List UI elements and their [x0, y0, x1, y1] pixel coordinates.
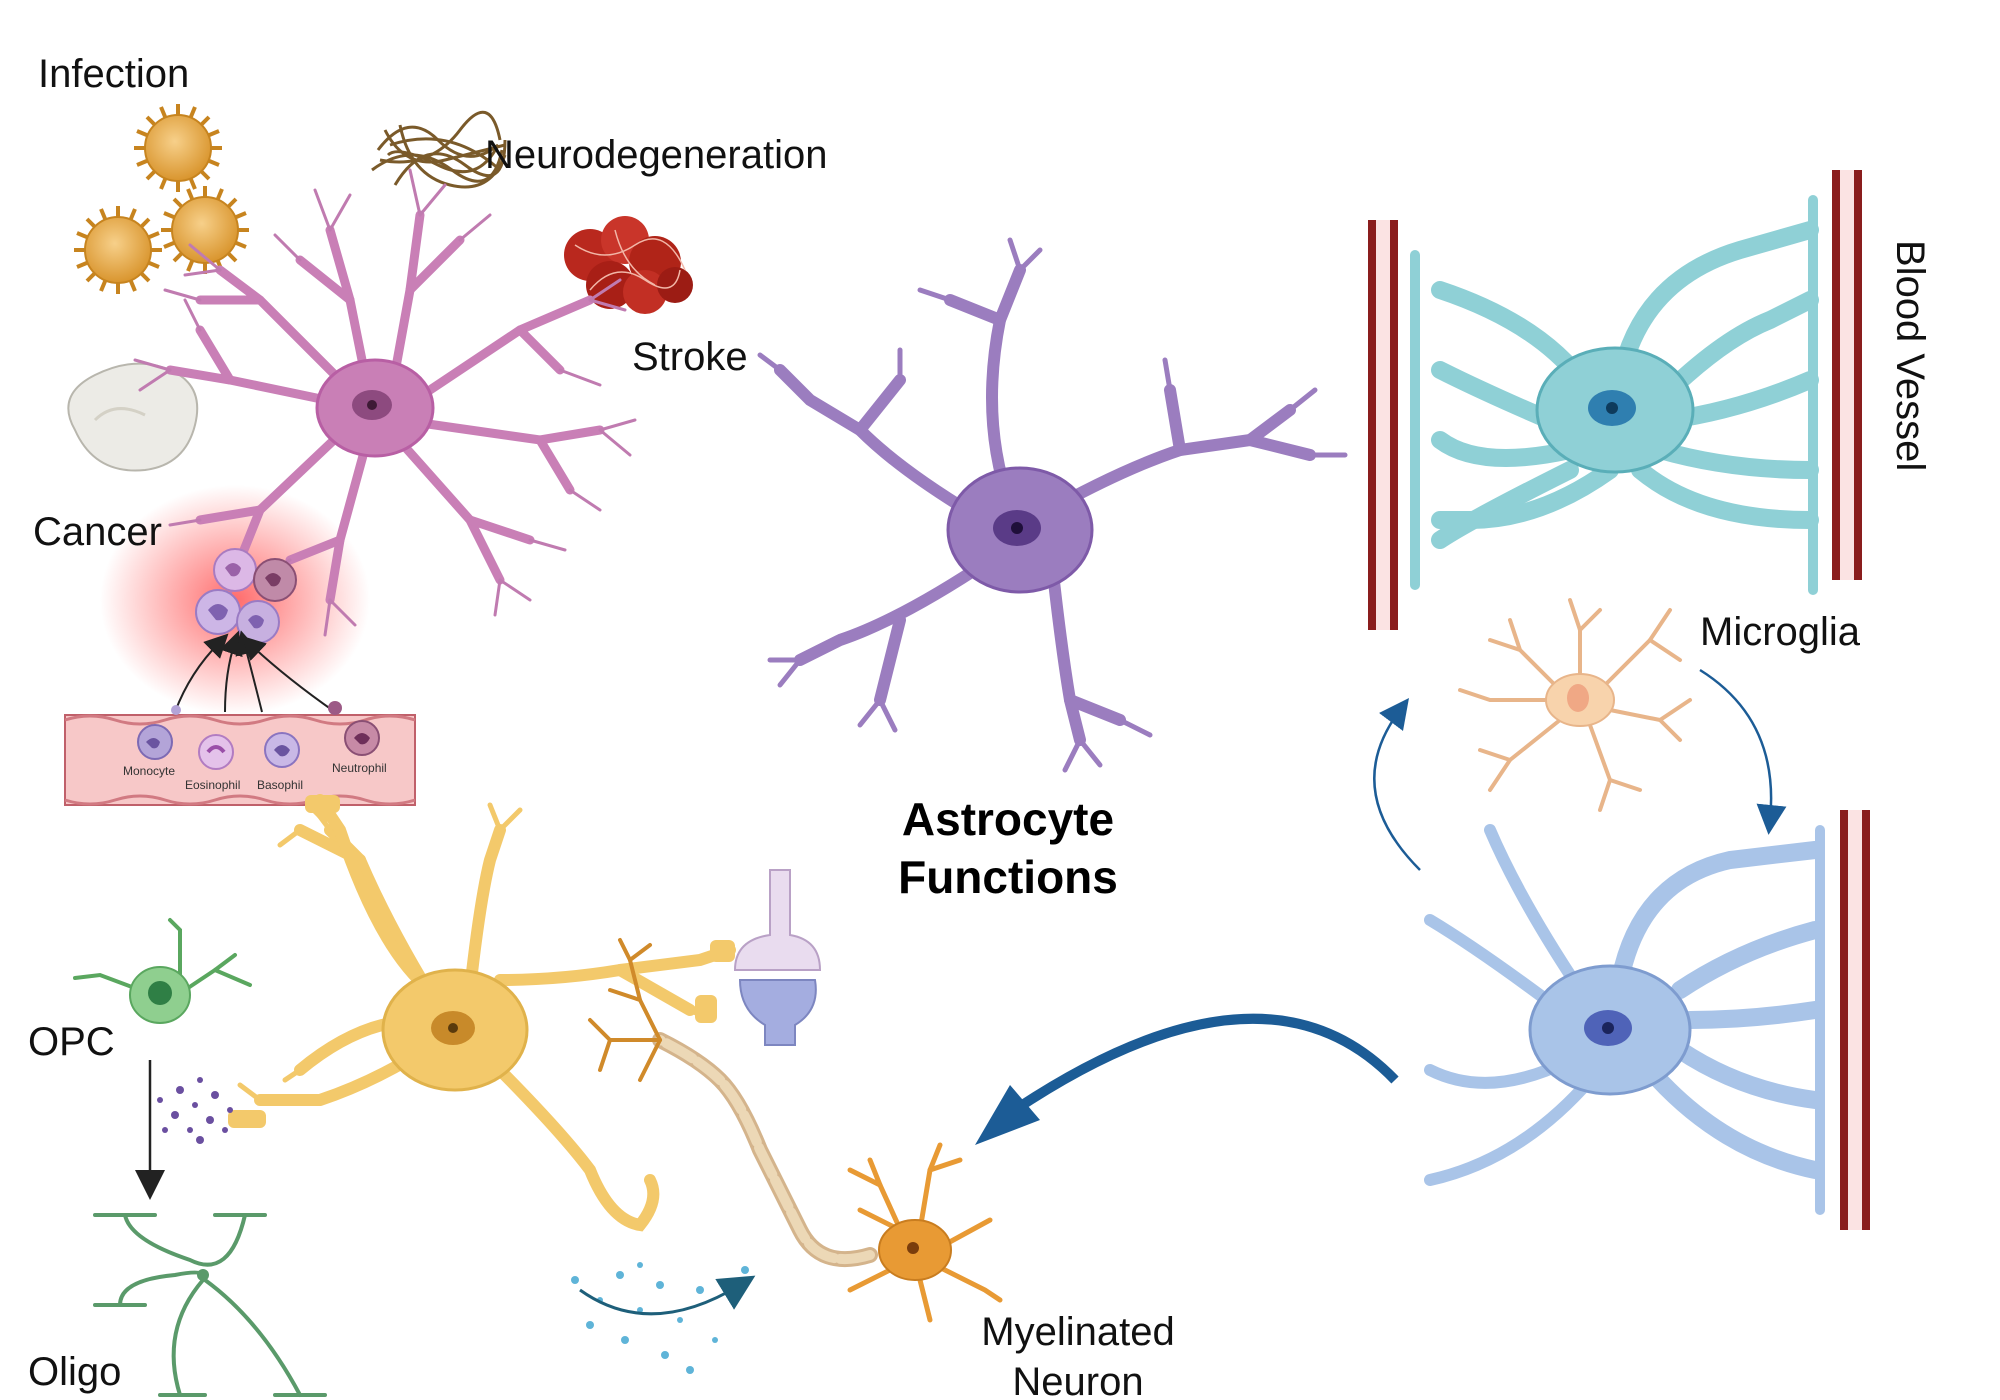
- flow-arrowhead: [975, 1085, 1040, 1145]
- extravasation-arrows: [174, 630, 336, 713]
- endfoot-astrocyte: [1410, 195, 1819, 595]
- label-myelinated: Myelinated: [981, 1310, 1174, 1354]
- protein-tangle-icon: [371, 110, 507, 189]
- opc-cell: [73, 918, 252, 1024]
- tumor-icon: [67, 362, 199, 472]
- oligodendrocyte: [93, 1213, 327, 1397]
- blood-vessel-wall: [1840, 810, 1870, 1230]
- label-neuron: Neuron: [1012, 1360, 1143, 1400]
- synapse-icon: [733, 869, 822, 1046]
- tripartite-astrocyte: [228, 794, 736, 1232]
- immune-label-monocyte: Monocyte: [123, 764, 175, 778]
- label-microglia: Microglia: [1700, 610, 1861, 654]
- cycle-arrow: [1699, 668, 1787, 835]
- flow-arrow: [997, 1013, 1399, 1125]
- central-astrocyte: [757, 237, 1348, 773]
- label-cancer: Cancer: [33, 510, 162, 554]
- reactive-astrocyte: [133, 168, 637, 637]
- immune-label-basophil: Basophil: [257, 778, 303, 792]
- endfoot-astrocyte-2: [1424, 824, 1825, 1215]
- blood-clot-icon: [564, 216, 693, 314]
- signal-molecules: [571, 1262, 749, 1374]
- label-blood-vessel: Blood Vessel: [1888, 240, 1932, 471]
- label-opc: OPC: [28, 1020, 115, 1064]
- signal-arrow: [579, 1275, 756, 1316]
- cycle-arrow: [1373, 697, 1421, 871]
- label-neurodegeneration: Neurodegeneration: [485, 133, 827, 177]
- immune-label-eosinophil: Eosinophil: [185, 778, 240, 792]
- blood-vessel-wall: [1832, 170, 1862, 580]
- label-stroke: Stroke: [632, 335, 748, 379]
- growth-factors: [157, 1077, 233, 1144]
- blood-vessel-wall: [1368, 220, 1398, 630]
- immune-label-neutrophil: Neutrophil: [332, 761, 387, 775]
- microglia-cell: [1458, 598, 1692, 812]
- insults-group: Monocyte Eosinophil Basophil Neutrophil: [64, 104, 693, 806]
- myelinated-neuron: [588, 938, 1003, 1323]
- title-line1: Astrocyte: [902, 793, 1114, 845]
- label-oligo: Oligo: [28, 1350, 121, 1394]
- title-line2: Functions: [898, 851, 1118, 903]
- label-infection: Infection: [38, 52, 189, 96]
- blood-vessel-strip: [64, 701, 416, 806]
- virus-icon: [74, 206, 162, 294]
- virus-icon: [161, 186, 249, 274]
- virus-icon: [134, 104, 222, 192]
